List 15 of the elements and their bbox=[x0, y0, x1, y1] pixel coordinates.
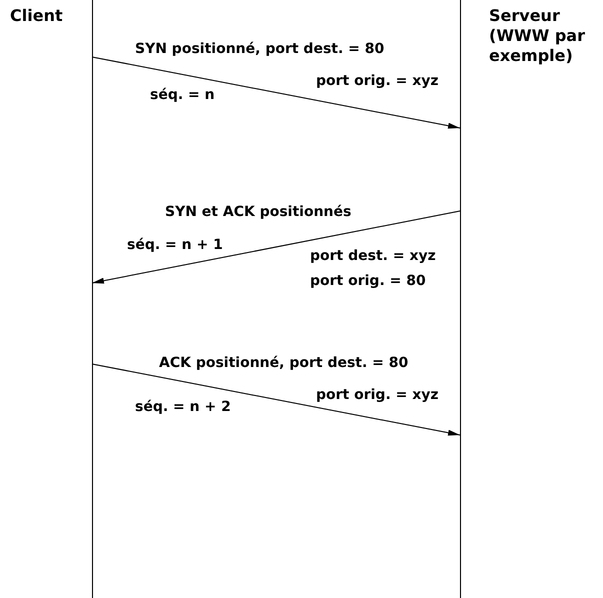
participant-name: Client bbox=[10, 6, 63, 26]
message-arrow bbox=[92, 210, 460, 284]
field-label: port orig. = xyz bbox=[316, 386, 439, 404]
edge-label: ACK positionné, port dest. = 80 bbox=[159, 354, 408, 372]
field-label: port orig. = 80 bbox=[310, 272, 426, 290]
field-label: séq. = n + 2 bbox=[135, 398, 231, 416]
field-label: séq. = n + 1 bbox=[127, 236, 223, 254]
message-arrow bbox=[92, 364, 460, 436]
message-arrow bbox=[92, 56, 460, 129]
field-label: port orig. = xyz bbox=[316, 72, 439, 90]
edge-label: SYN et ACK positionnés bbox=[165, 203, 352, 221]
participant-name: Serveur (WWW par exemple) bbox=[489, 6, 586, 66]
edge-label: SYN positionné, port dest. = 80 bbox=[135, 40, 384, 58]
field-label: séq. = n bbox=[150, 86, 215, 104]
field-label: port dest. = xyz bbox=[310, 247, 436, 265]
